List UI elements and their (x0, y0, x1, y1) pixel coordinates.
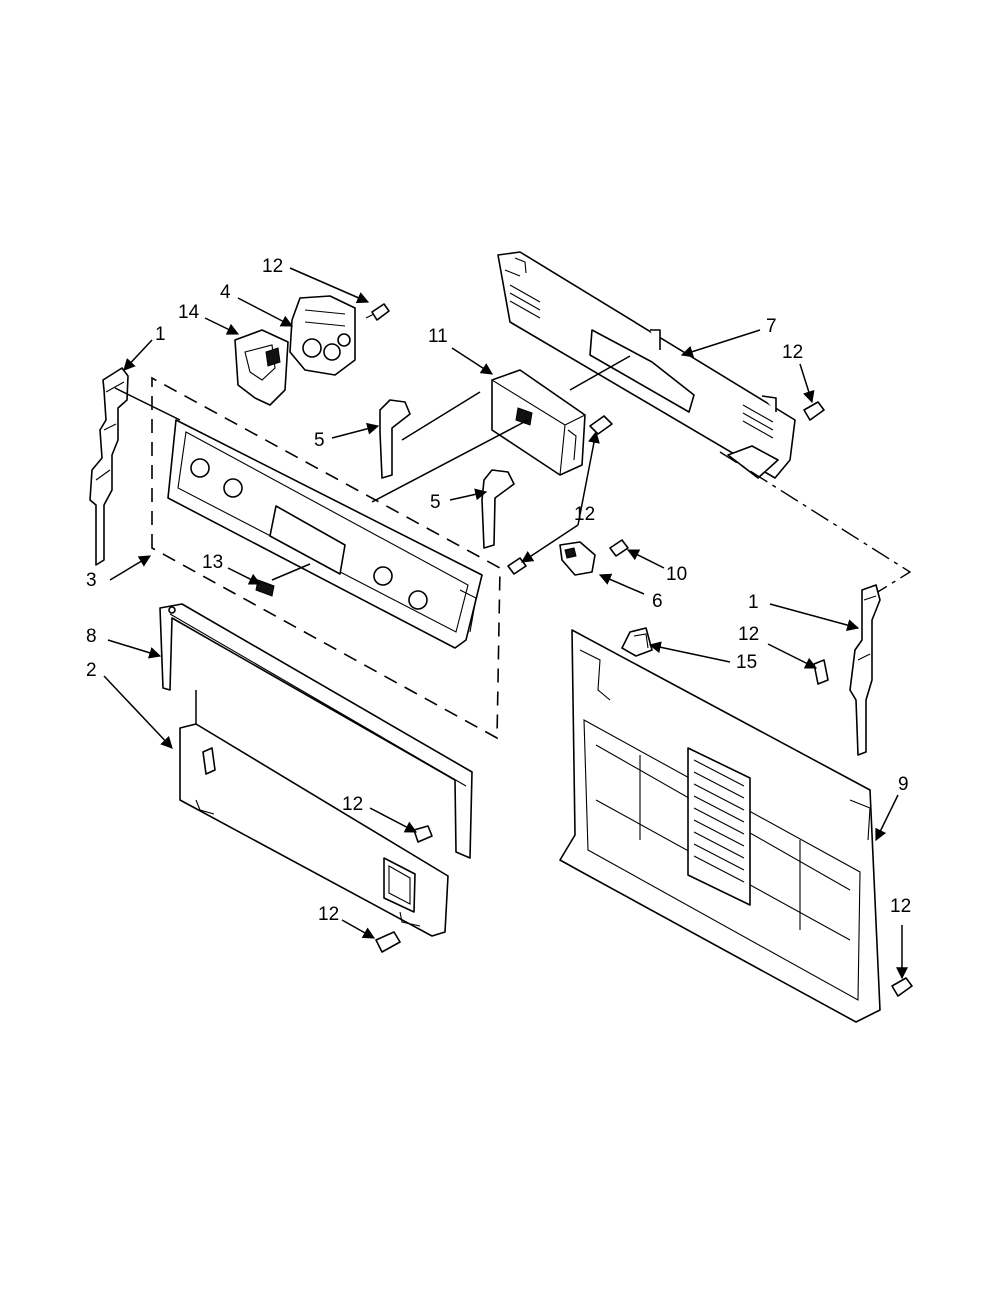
screw-rear-panel (803, 401, 825, 421)
callout-2: 2 (86, 660, 97, 681)
callout-1-right: 1 (748, 592, 759, 613)
screw-panel (413, 825, 433, 843)
callout-9: 9 (898, 774, 909, 795)
callout-13: 13 (202, 552, 223, 573)
callout-15: 15 (736, 652, 757, 673)
screw-module (589, 415, 613, 435)
lower-panel-2 (179, 723, 449, 937)
callout-14: 14 (178, 302, 200, 323)
guide-line-panel (569, 355, 631, 391)
callout-6: 6 (652, 591, 663, 612)
callout-12-rear-screw: 12 (782, 342, 803, 363)
clip-15 (621, 627, 653, 657)
mounting-bracket-5-lower (481, 469, 515, 549)
guide-line-a (371, 419, 529, 503)
callout-12-module-screw: 12 (574, 504, 595, 525)
control-console-3 (167, 419, 483, 649)
callout-11: 11 (428, 326, 448, 347)
callout-12-back-panel: 12 (890, 896, 911, 917)
screw-10 (609, 539, 629, 557)
leader-lines (103, 267, 908, 980)
callout-3: 3 (86, 570, 97, 591)
screw-top (365, 303, 390, 321)
callout-5-upper: 5 (314, 430, 325, 451)
alignment-line (719, 451, 912, 599)
callout-4: 4 (220, 282, 231, 303)
back-panel-9 (559, 629, 881, 1023)
callout-12-lower-screw: 12 (318, 904, 339, 925)
control-module-11 (491, 369, 586, 476)
small-bracket-14 (234, 329, 289, 406)
side-bracket-left (89, 367, 181, 566)
screw-back-panel (891, 977, 913, 997)
screw-lower (375, 931, 401, 953)
side-bracket-right (849, 584, 881, 756)
callout-8: 8 (86, 626, 97, 647)
support-frame-8 (159, 603, 473, 859)
guide-line-b (401, 391, 481, 441)
callout-12-panel-screw: 12 (342, 794, 363, 815)
callout-7: 7 (766, 316, 777, 337)
callout-labels: 1 12 4 14 11 7 12 5 5 12 10 6 3 13 8 2 1… (86, 256, 911, 925)
control-board-4 (289, 295, 356, 376)
callout-1-left: 1 (155, 324, 166, 345)
rear-panel-7 (497, 251, 796, 479)
clip-6 (559, 541, 596, 576)
screw-right-bracket (813, 659, 829, 685)
callout-12-top: 12 (262, 256, 283, 277)
callout-5-lower: 5 (430, 492, 441, 513)
callout-10: 10 (666, 564, 687, 585)
callout-12-right-bracket: 12 (738, 624, 759, 645)
mounting-bracket-5-upper (379, 399, 411, 479)
